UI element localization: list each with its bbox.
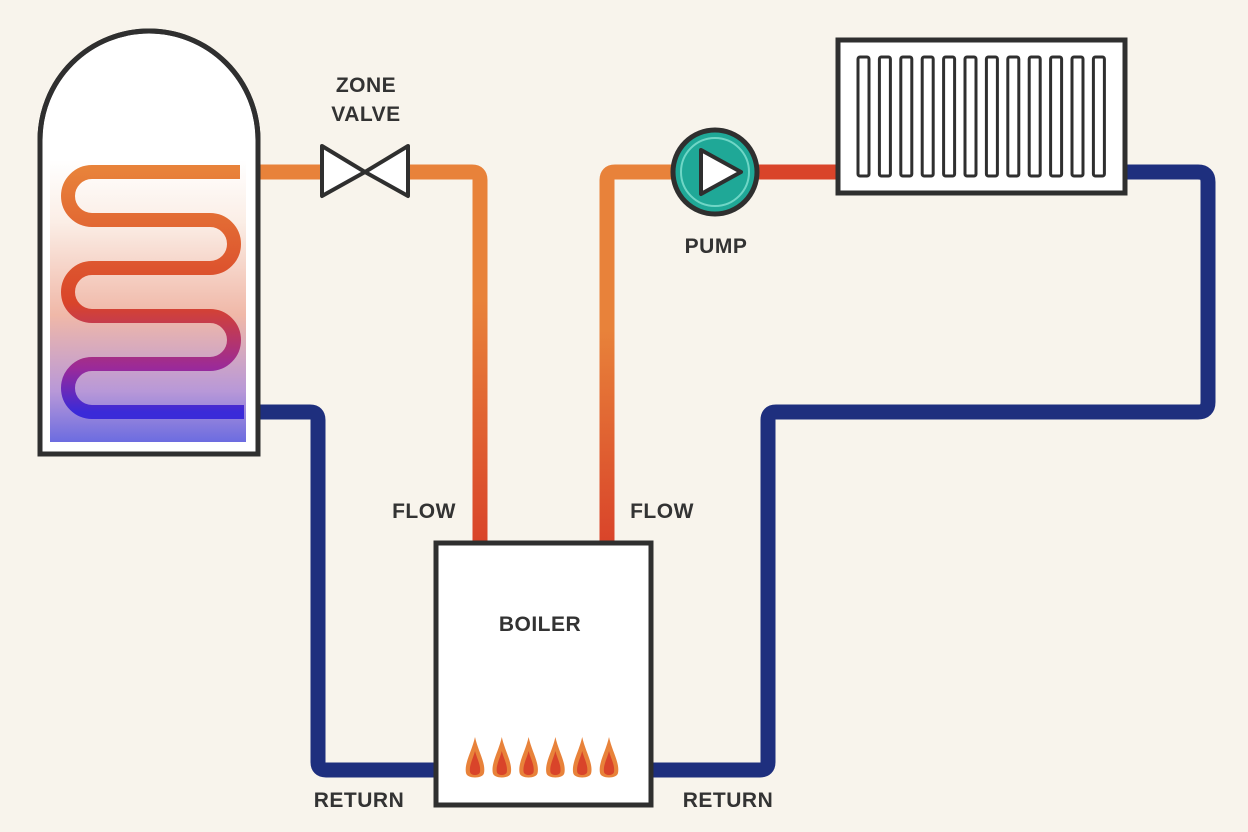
pipe-return-left: [244, 404, 438, 778]
flame-icon: [465, 737, 485, 778]
cylinder-water-gradient: [50, 160, 246, 442]
pipe-flow-right-top: [599, 164, 672, 332]
cylinder-coil: [61, 165, 244, 419]
flame-icon: [519, 737, 538, 778]
boiler: [433, 540, 654, 808]
radiator-fin: [856, 55, 871, 178]
pump-label: PUMP: [685, 235, 748, 258]
radiator-fin: [920, 55, 935, 178]
radiator-fins: [856, 55, 1106, 178]
burner-flames: [465, 737, 619, 778]
radiator-fin: [984, 55, 999, 178]
radiator-fin: [1006, 55, 1021, 178]
pipe-flow-left-top: [400, 164, 488, 300]
zone-valve[interactable]: [320, 144, 410, 198]
radiator-fin: [877, 55, 892, 178]
pipe-return-right: [650, 164, 1216, 778]
cylinder-outline: [37, 28, 261, 457]
radiator-fin: [1049, 55, 1064, 178]
radiator-fin: [899, 55, 914, 178]
return-label-right: RETURN: [683, 789, 774, 812]
radiator: [835, 37, 1128, 196]
radiator-fin: [1070, 55, 1085, 178]
radiator-fin: [942, 55, 957, 178]
zone-valve-icon[interactable]: [320, 144, 410, 198]
pump[interactable]: [670, 127, 760, 217]
boiler-label: BOILER: [499, 613, 581, 636]
radiator-fin: [1027, 55, 1042, 178]
flame-icon: [492, 737, 512, 778]
flow-label-left: FLOW: [392, 500, 456, 523]
radiator-fin: [963, 55, 978, 178]
pump-arrow-icon: [699, 148, 743, 196]
hot-water-cylinder: [37, 28, 261, 457]
flow-label-right: FLOW: [630, 500, 694, 523]
zone-valve-label-line1: ZONE: [336, 74, 396, 97]
flame-icon: [546, 737, 565, 778]
flame-icon: [599, 737, 619, 778]
radiator-fin: [1091, 55, 1106, 178]
flame-icon: [572, 737, 592, 778]
return-label-left: RETURN: [314, 789, 405, 812]
zone-valve-label-line2: VALVE: [331, 103, 400, 126]
